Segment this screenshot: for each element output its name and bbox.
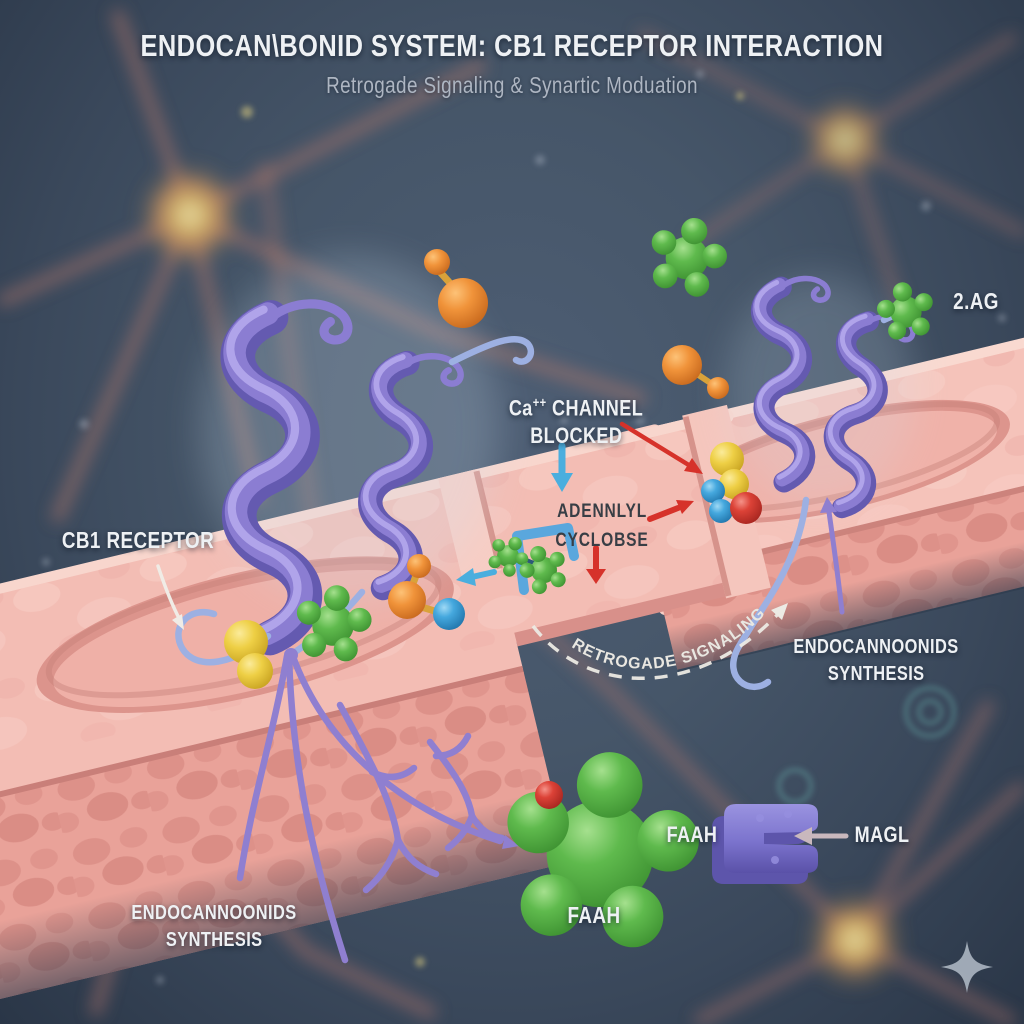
endocannabinoid-synthesis-right-label: ENDOCANNOONIDS SYNTHESIS (793, 636, 959, 685)
receptor-backglow (200, 255, 500, 605)
sparkle-icon (941, 941, 993, 993)
synthesis-arrow-up (820, 497, 845, 615)
anandamide-molecule (662, 345, 729, 399)
two-ag-label: 2.AG (953, 288, 999, 314)
ca-channel-label: Ca++ CHANNEL BLOCKED (508, 395, 644, 448)
anandamide-molecule (424, 249, 488, 328)
magl-enzyme-block (712, 804, 818, 884)
substrate-red-sphere (535, 781, 563, 809)
enzyme-complex (481, 523, 579, 599)
annotation-arrows (156, 421, 849, 845)
camp-molecule (388, 554, 465, 630)
background-neuron (636, 28, 1024, 318)
magl-arrow (794, 827, 849, 845)
camp-arrow (456, 568, 497, 586)
dendrite-arrowhead (502, 835, 519, 849)
magl-label: MAGL (854, 822, 910, 847)
calcium-channel-cluster (701, 442, 762, 524)
bokeh-particles (42, 70, 1006, 984)
signal-molecules (224, 249, 762, 689)
g-protein-spheres (224, 620, 273, 689)
adenylyl-cyclase-label: ADENNLYL CYCLOBSE (555, 501, 649, 551)
faah-label-bottom: FAAH (567, 902, 621, 928)
blocked-pointer-line (619, 421, 703, 474)
cb1-receptor-label: CB1 RECEPTOR (61, 527, 215, 553)
adenylyl-arrow-down (586, 545, 606, 584)
retrograde-arc (531, 603, 788, 680)
adenylyl-arrow-right (647, 500, 694, 522)
dendrite-arbor (236, 650, 506, 964)
endocannabinoid-synthesis-left-label: ENDOCANNOONIDS SYNTHESIS (131, 902, 297, 951)
ca-channel-arrow (551, 442, 573, 492)
page-title: ENDOCAN\BONID SYSTEM: CB1 RECEPTOR INTER… (140, 28, 884, 63)
faah-label-right: FAAH (666, 822, 718, 847)
teal-ring (776, 685, 957, 805)
page-subtitle: Retrogade Signaling & Synartic Moduation (326, 72, 698, 98)
endocannabinoid-enzymes (290, 208, 939, 955)
dendrite-node (284, 648, 298, 662)
